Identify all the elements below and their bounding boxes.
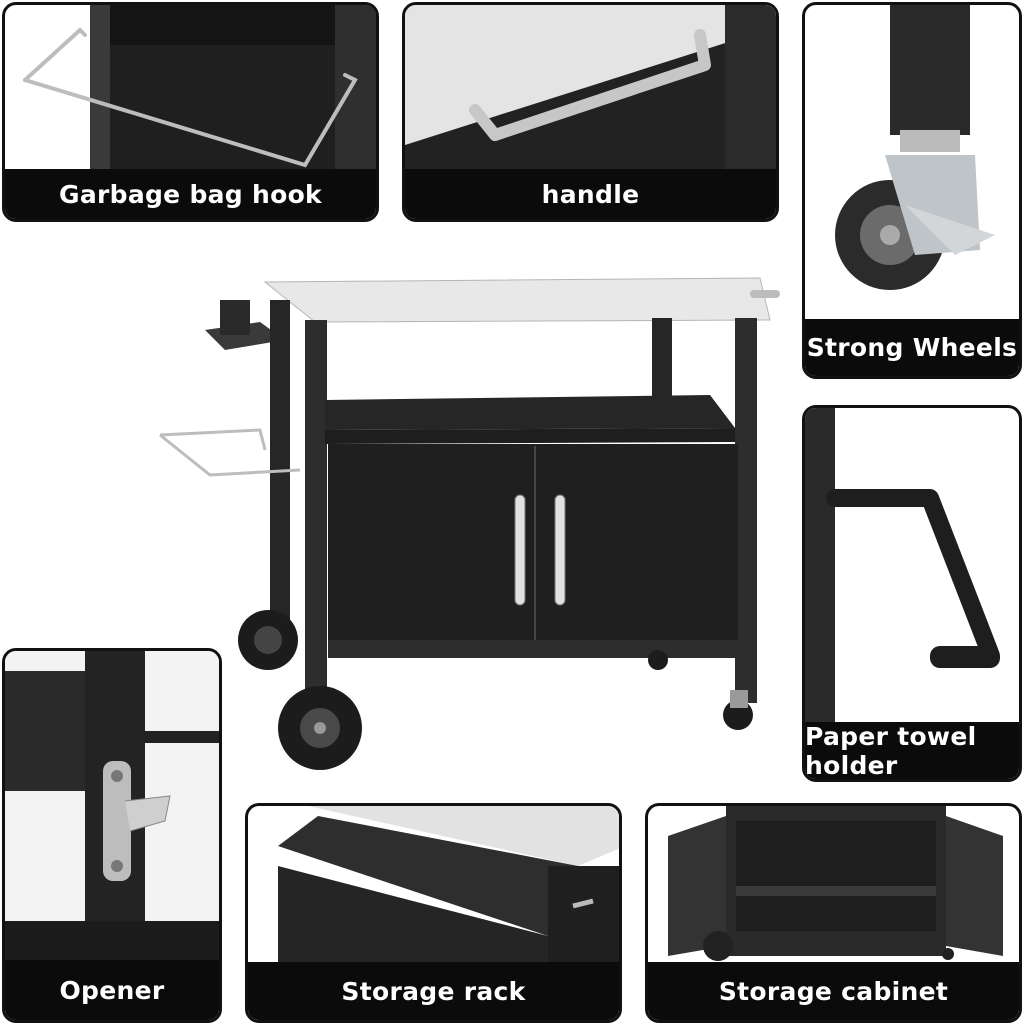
feature-label: Storage rack [248, 962, 619, 1020]
feature-label: Opener [5, 960, 219, 1020]
storage-cabinet-photo [668, 806, 1003, 961]
feature-label: Storage cabinet [648, 962, 1019, 1020]
opener-photo [5, 651, 219, 961]
panel-opener: Opener [2, 648, 222, 1023]
panel-storage-rack: Storage rack [245, 803, 622, 1023]
towel-holder-photo [805, 408, 1000, 728]
panel-paper-towel-holder: Paper towel holder [802, 405, 1022, 782]
cart-product-image [150, 260, 790, 780]
feature-label: handle [405, 169, 776, 219]
panel-handle: handle [402, 2, 779, 222]
storage-rack-photo [278, 806, 619, 966]
panel-storage-cabinet: Storage cabinet [645, 803, 1022, 1023]
wheel-photo [835, 5, 995, 290]
panel-strong-wheels: Strong Wheels [802, 2, 1022, 379]
feature-label: Strong Wheels [805, 319, 1019, 376]
feature-label: Garbage bag hook [5, 169, 376, 219]
panel-garbage-bag-hook: Garbage bag hook [2, 2, 379, 222]
cart-illustration [159, 277, 780, 770]
garbage-hook-photo [23, 5, 376, 170]
feature-label: Paper towel holder [805, 722, 1019, 779]
handle-photo [405, 5, 776, 170]
